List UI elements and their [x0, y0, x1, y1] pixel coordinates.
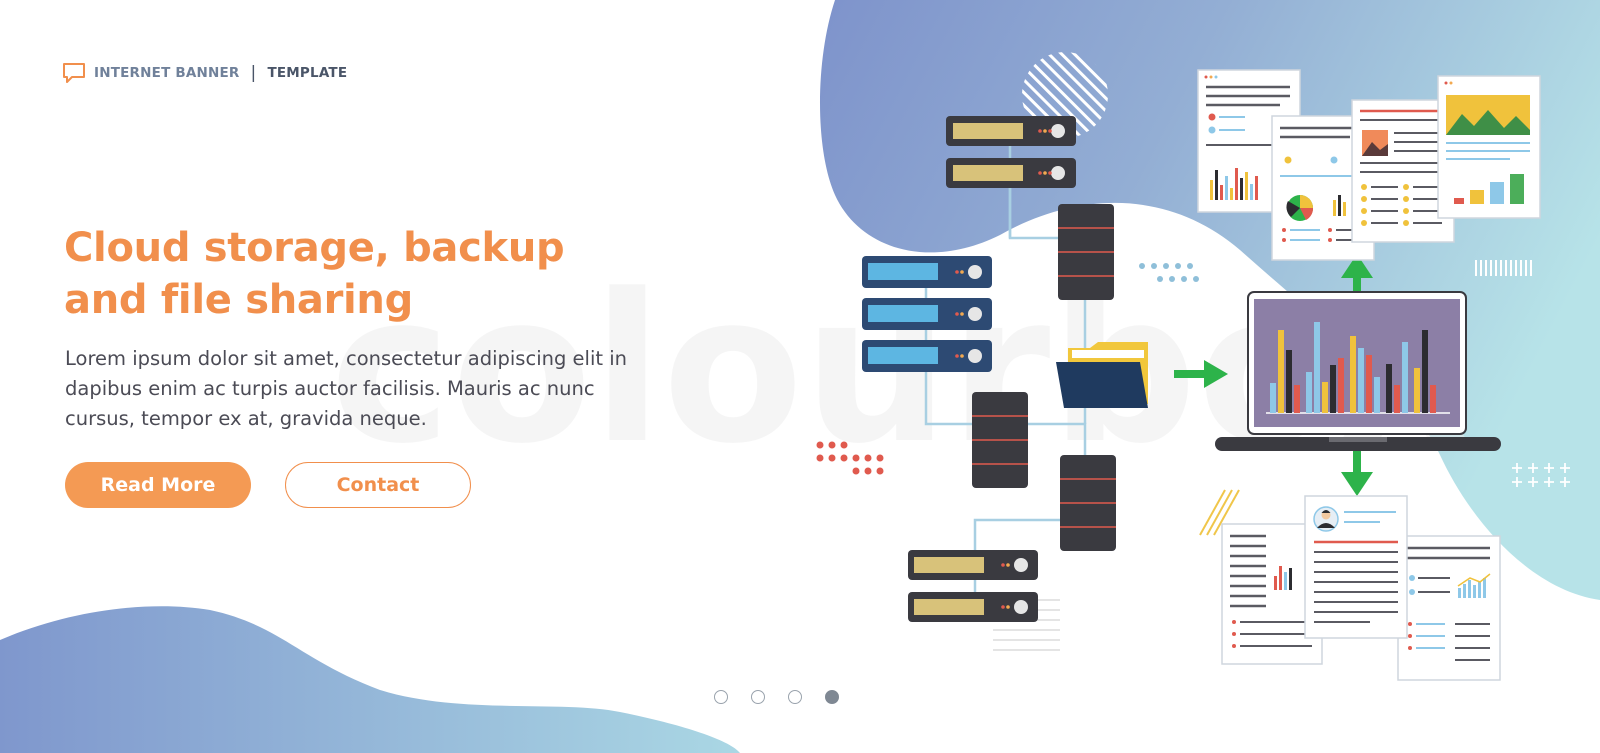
- brand-label: INTERNET BANNER: [94, 65, 240, 81]
- server-group-bottom: [908, 550, 1038, 622]
- server-group-blue: [862, 256, 992, 372]
- document-profile: [1304, 495, 1408, 639]
- carousel-dot-4[interactable]: [825, 690, 839, 704]
- page-title: Cloud storage, backup and file sharing: [64, 225, 565, 323]
- document-4: [1437, 75, 1541, 219]
- barcode-decoration: [1475, 260, 1532, 276]
- server-group-top: [946, 116, 1076, 188]
- arrow-down-icon: [1341, 444, 1373, 496]
- red-dots-decoration: [816, 441, 884, 475]
- carousel-dot-3[interactable]: [788, 690, 802, 704]
- document-6: [1397, 535, 1501, 681]
- brand-bar: INTERNET BANNER | TEMPLATE: [62, 62, 347, 84]
- brand-divider: |: [250, 63, 257, 83]
- server-stack-middle: [972, 392, 1028, 488]
- brand-sub: TEMPLATE: [267, 65, 348, 81]
- yellow-lines-decoration: [1199, 489, 1240, 536]
- contact-button[interactable]: Contact: [285, 462, 471, 508]
- folder-icon: [1056, 342, 1148, 408]
- plus-signs-decoration: [1512, 463, 1570, 487]
- hero-description: Lorem ipsum dolor sit amet, consectetur …: [65, 347, 627, 430]
- server-stack-upper: [1058, 204, 1114, 300]
- carousel-dot-1[interactable]: [714, 690, 728, 704]
- blue-dots-decoration: [1139, 263, 1199, 282]
- document-3: [1351, 99, 1455, 243]
- chat-bubble-icon: [63, 63, 85, 83]
- read-more-button[interactable]: Read More: [65, 462, 251, 508]
- carousel-pagination: [714, 690, 839, 704]
- laptop-bar-chart: [1270, 322, 1436, 413]
- arrow-right-icon: [1174, 360, 1228, 388]
- carousel-dot-2[interactable]: [751, 690, 765, 704]
- server-stack-lower: [1060, 455, 1116, 551]
